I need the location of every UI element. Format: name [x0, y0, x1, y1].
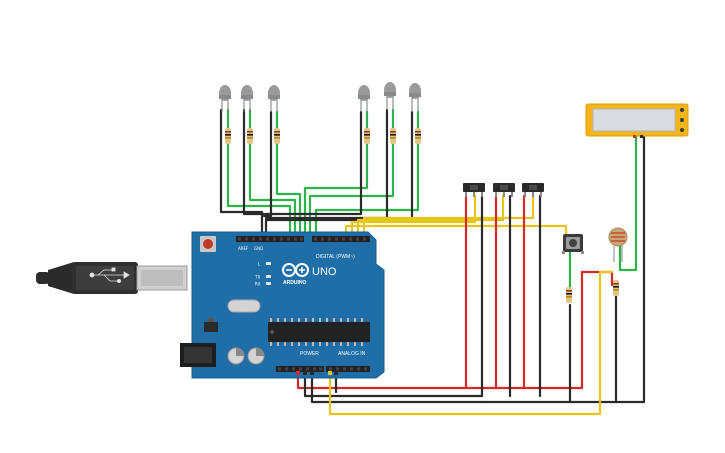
led-3[interactable]	[268, 85, 280, 112]
power-label: POWER	[300, 351, 319, 357]
onboard-leds: L TX RX	[254, 262, 271, 287]
brand-label: ARDUINO	[283, 280, 306, 286]
resistor-6[interactable]	[415, 128, 421, 144]
digital-header-right	[312, 236, 370, 242]
pushbutton[interactable]	[562, 234, 584, 254]
lcd-display[interactable]	[585, 103, 689, 138]
pot-3[interactable]	[522, 183, 544, 197]
resistor-1[interactable]	[225, 128, 231, 144]
capacitors	[227, 347, 265, 365]
reset-button[interactable]	[200, 236, 216, 252]
photoresistor-resistor[interactable]	[613, 280, 619, 296]
analog-label: ANALOG IN	[338, 351, 366, 357]
svg-text:L: L	[258, 262, 261, 267]
button-resistor[interactable]	[566, 287, 572, 303]
led-6[interactable]	[409, 83, 421, 112]
usb-cable[interactable]	[36, 262, 188, 294]
led-2[interactable]	[241, 85, 253, 112]
photoresistor[interactable]	[608, 227, 628, 262]
header-wire-ends	[296, 371, 338, 375]
led-4[interactable]	[358, 85, 370, 112]
gnd-label: GND	[254, 246, 263, 251]
arduino-logo	[282, 263, 309, 277]
aref-label: AREF	[238, 246, 249, 251]
model-label: UNO	[312, 266, 337, 278]
resistor-2[interactable]	[247, 128, 253, 144]
resistor-5[interactable]	[390, 128, 396, 144]
led-1[interactable]	[219, 85, 231, 112]
svg-text:RX: RX	[255, 282, 261, 287]
resistor-3[interactable]	[274, 128, 280, 144]
power-wires[interactable]	[296, 130, 646, 416]
digital-label: DIGITAL (PWM~)	[316, 254, 355, 260]
voltage-regulator	[204, 318, 218, 332]
pot-1[interactable]	[463, 183, 485, 197]
digital-header-left	[236, 236, 304, 242]
led-resistors[interactable]	[225, 128, 421, 144]
led-5[interactable]	[384, 82, 396, 110]
pot-2[interactable]	[493, 183, 515, 197]
svg-text:TX: TX	[254, 275, 260, 280]
arduino-uno-board[interactable]: AREF GND DIGITAL (PWM~) L TX RX UNO ARDU…	[180, 231, 385, 379]
crystal-oscillator	[227, 299, 261, 313]
microcontroller-chip	[268, 322, 370, 342]
yellow-signal-wires[interactable]	[344, 194, 568, 238]
power-jack[interactable]	[180, 343, 216, 367]
resistor-4[interactable]	[364, 128, 370, 144]
analog-header	[326, 366, 370, 372]
